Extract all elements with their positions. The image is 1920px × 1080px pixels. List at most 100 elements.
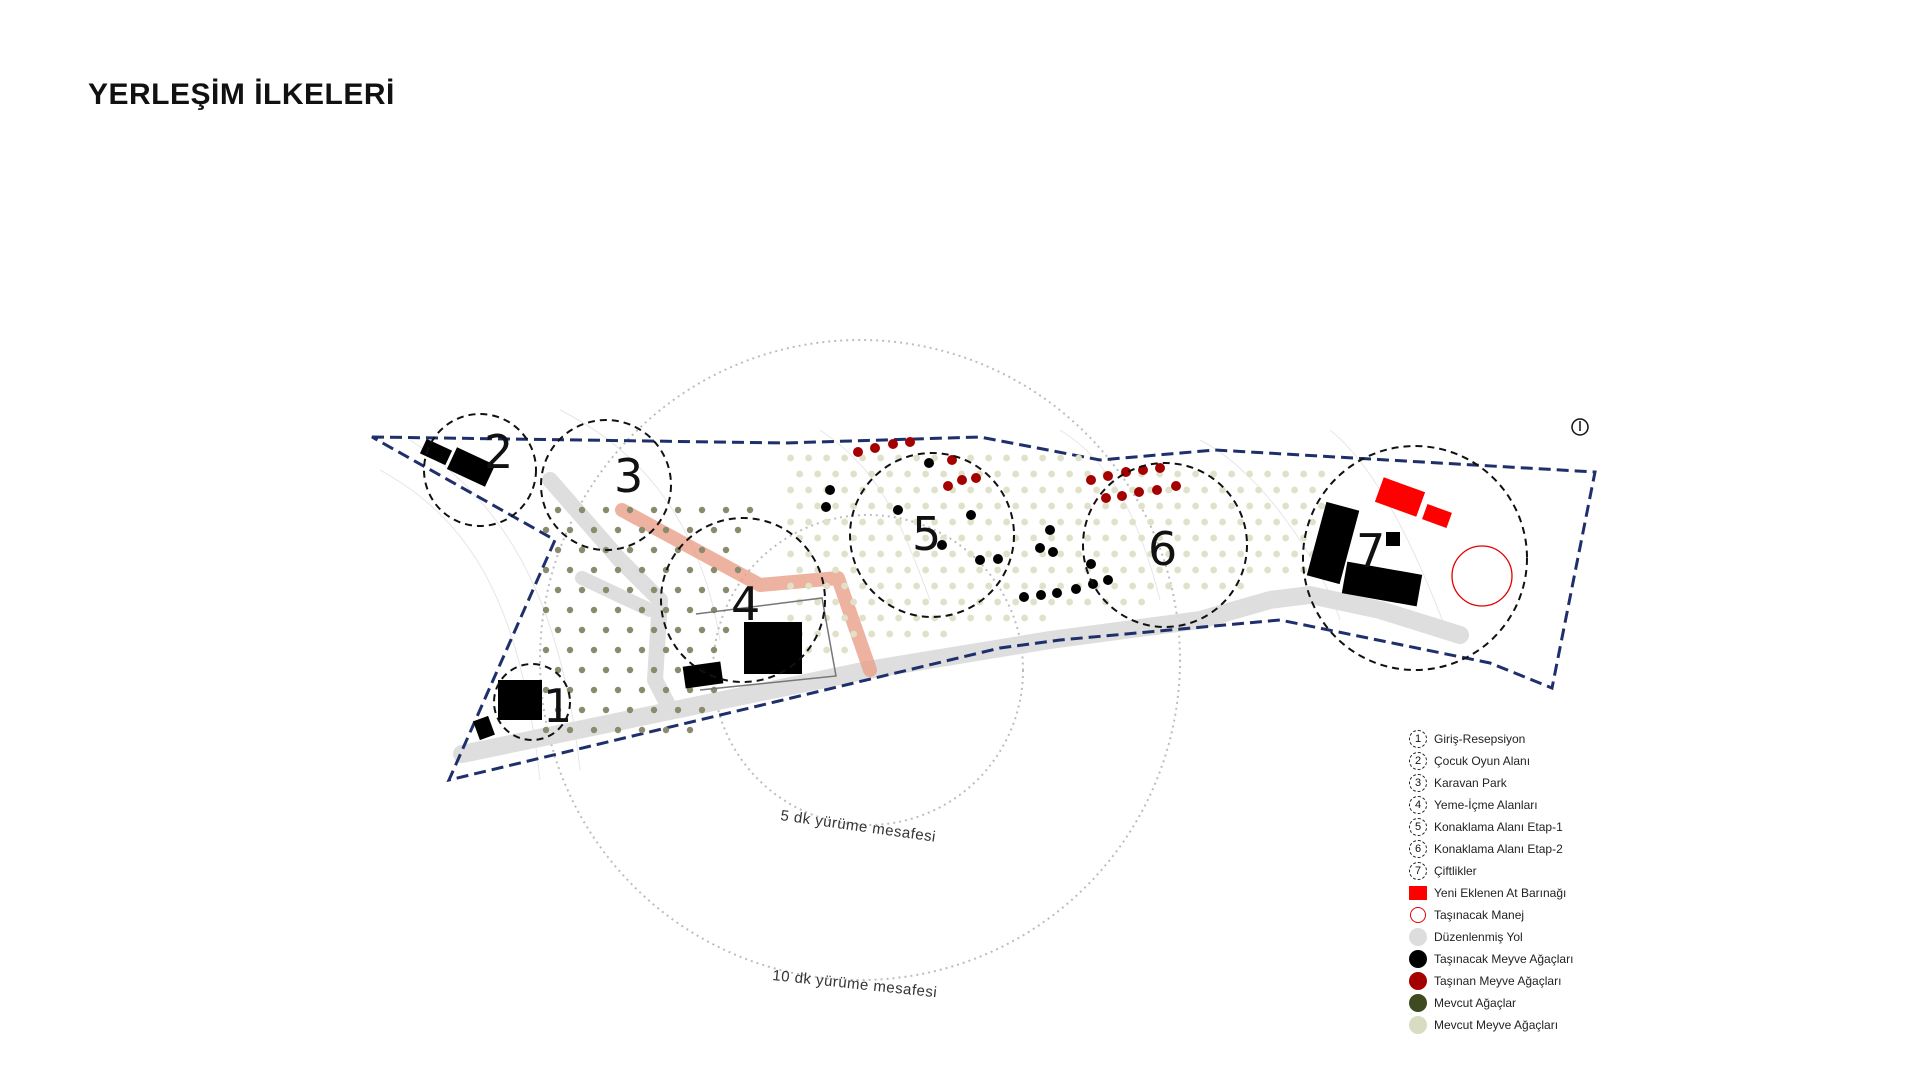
fruit-tree xyxy=(949,614,957,622)
legend-symbol: 5 xyxy=(1408,817,1428,837)
fruit-tree xyxy=(895,582,903,590)
fruit-tree xyxy=(1264,566,1272,574)
fruit-tree xyxy=(1201,550,1209,558)
fruit-tree xyxy=(1318,470,1326,478)
fruit-tree xyxy=(1048,502,1056,510)
fruit-tree xyxy=(1003,518,1011,526)
fruit-tree xyxy=(1291,518,1299,526)
fruit-tree xyxy=(787,582,795,590)
legend-label: Yeni Eklenen At Barınağı xyxy=(1434,886,1567,900)
fruit-tree xyxy=(1021,454,1029,462)
fruit-tree xyxy=(1111,486,1119,494)
zone-number-7: 7 xyxy=(1356,524,1385,578)
moved-fruit-tree xyxy=(1086,475,1096,485)
fruit-tree xyxy=(1165,582,1173,590)
zone-circle-4 xyxy=(660,517,826,683)
fruit-tree xyxy=(1219,486,1227,494)
fruit-tree xyxy=(823,646,831,654)
fruit-tree xyxy=(814,534,822,542)
fruit-tree xyxy=(1066,502,1074,510)
fruit-tree xyxy=(1183,582,1191,590)
existing-tree xyxy=(674,506,682,514)
fruit-tree xyxy=(958,598,966,606)
fruit-tree xyxy=(1192,534,1200,542)
fruit-tree xyxy=(1102,566,1110,574)
legend-symbol: 2 xyxy=(1408,751,1428,771)
existing-tree xyxy=(602,586,610,594)
fruit-tree xyxy=(787,486,795,494)
fruit-tree xyxy=(850,534,858,542)
existing-tree xyxy=(734,526,742,534)
fruit-tree xyxy=(859,454,867,462)
existing-tree xyxy=(674,586,682,594)
legend-label: Konaklama Alanı Etap-1 xyxy=(1434,820,1563,834)
fruit-tree xyxy=(1102,502,1110,510)
fruit-tree xyxy=(940,630,948,638)
fruit-tree xyxy=(1219,518,1227,526)
fruit-tree xyxy=(1147,582,1155,590)
building-farm-2 xyxy=(1341,561,1423,607)
fruit-tree xyxy=(850,598,858,606)
fruit-tree xyxy=(787,550,795,558)
existing-tree xyxy=(542,646,550,654)
fruit-tree xyxy=(1183,486,1191,494)
fruit-tree xyxy=(1021,486,1029,494)
fruit-tree xyxy=(985,486,993,494)
fruit-tree xyxy=(823,582,831,590)
building-playground-2 xyxy=(446,447,496,487)
fruit-tree xyxy=(796,470,804,478)
fruit-tree xyxy=(1012,566,1020,574)
existing-tree xyxy=(638,566,646,574)
fruit-tree xyxy=(967,582,975,590)
moved-fruit-tree xyxy=(957,475,967,485)
legend-label: Çocuk Oyun Alanı xyxy=(1434,754,1531,768)
fruit-tree xyxy=(1048,566,1056,574)
fruit-tree xyxy=(1120,566,1128,574)
building-playground-1 xyxy=(419,438,453,466)
moved-fruit-tree xyxy=(1155,463,1165,473)
fruit-tree xyxy=(796,566,804,574)
existing-tree xyxy=(638,726,646,734)
legend-symbol xyxy=(1408,927,1428,947)
fruit-tree xyxy=(1228,502,1236,510)
existing-tree xyxy=(614,526,622,534)
fruit-tree xyxy=(1021,518,1029,526)
legend-item: Düzenlenmiş Yol xyxy=(1408,926,1668,948)
fruit-tree xyxy=(922,534,930,542)
fruit-tree xyxy=(1237,486,1245,494)
fruit-tree xyxy=(931,518,939,526)
fruit-tree xyxy=(904,566,912,574)
fruit-tree xyxy=(895,518,903,526)
zone-circle-7 xyxy=(1302,445,1528,671)
existing-tree xyxy=(626,626,634,634)
fruit-tree xyxy=(1192,470,1200,478)
fruit-tree xyxy=(886,566,894,574)
fruit-tree xyxy=(1282,534,1290,542)
zone-number-6: 6 xyxy=(1148,522,1177,576)
existing-tree xyxy=(686,526,694,534)
fruit-tree xyxy=(1228,470,1236,478)
existing-tree xyxy=(734,566,742,574)
fruit-tree xyxy=(1057,486,1065,494)
fruit-tree xyxy=(868,630,876,638)
fruit-tree xyxy=(1201,582,1209,590)
fruit-tree xyxy=(1156,566,1164,574)
fruit-tree xyxy=(1039,582,1047,590)
moved-fruit-tree xyxy=(870,443,880,453)
existing-tree xyxy=(614,646,622,654)
fruit-tree xyxy=(1300,470,1308,478)
to-move-fruit-tree xyxy=(1019,592,1029,602)
legend-label: Konaklama Alanı Etap-2 xyxy=(1434,842,1563,856)
existing-tree xyxy=(650,506,658,514)
fruit-tree xyxy=(1174,502,1182,510)
fruit-tree xyxy=(1066,534,1074,542)
fruit-tree xyxy=(877,486,885,494)
fruit-tree xyxy=(1012,470,1020,478)
fruit-tree xyxy=(994,534,1002,542)
fruit-tree xyxy=(886,630,894,638)
fruit-tree xyxy=(1309,518,1317,526)
fruit-tree xyxy=(1264,534,1272,542)
fruit-tree xyxy=(1183,550,1191,558)
existing-tree xyxy=(638,526,646,534)
fruit-tree xyxy=(886,598,894,606)
